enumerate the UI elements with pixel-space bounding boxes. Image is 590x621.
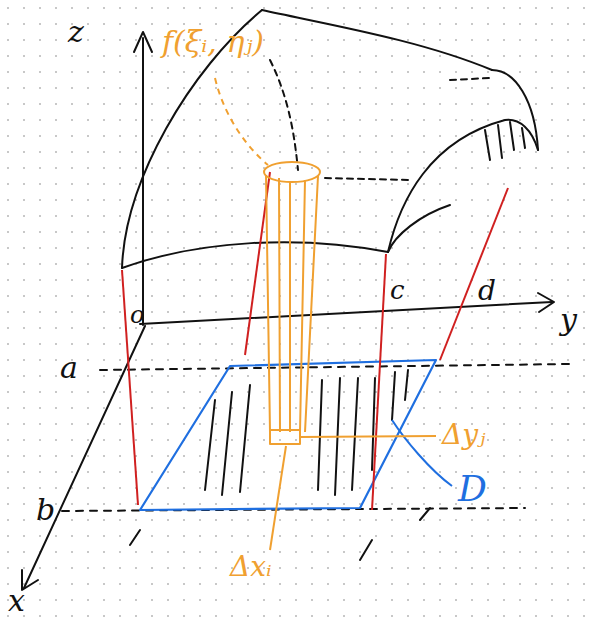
area-element [270,430,300,444]
surface-edge [262,10,492,70]
origin-label: o [128,302,146,328]
bound-label: c [388,276,407,304]
projection-line [440,188,508,360]
function-value: f(ξᵢ, ηⱼ) [160,26,266,58]
increment-label: Δyⱼ [440,420,487,450]
y-arrowhead [538,293,554,312]
bound-label: d [476,276,498,306]
axis-label: y [558,304,579,336]
increment-label: Δxᵢ [228,552,274,582]
leader-line [270,446,286,550]
hidden-edge [450,78,490,80]
leader-line [300,436,436,437]
bound-label: b [34,494,57,526]
tick [130,508,430,560]
axis-label: x [6,585,27,617]
bound-label: a [58,352,80,384]
hidden-edge [270,60,298,170]
region-outline [140,360,436,510]
projection-line [372,254,386,510]
hatch [485,122,525,160]
surface-edge [388,120,538,252]
x-axis [24,326,145,588]
z-arrowhead [134,32,152,52]
surface-edge [122,242,388,268]
region-label: D [456,470,489,508]
dashed-line [100,364,570,370]
axis-label: z [66,16,86,48]
hidden-edge [325,178,410,180]
z-axis [142,38,144,325]
column-top [264,162,320,182]
column-edge [266,175,318,432]
surface-edge [388,205,450,252]
leader-line [215,78,268,165]
